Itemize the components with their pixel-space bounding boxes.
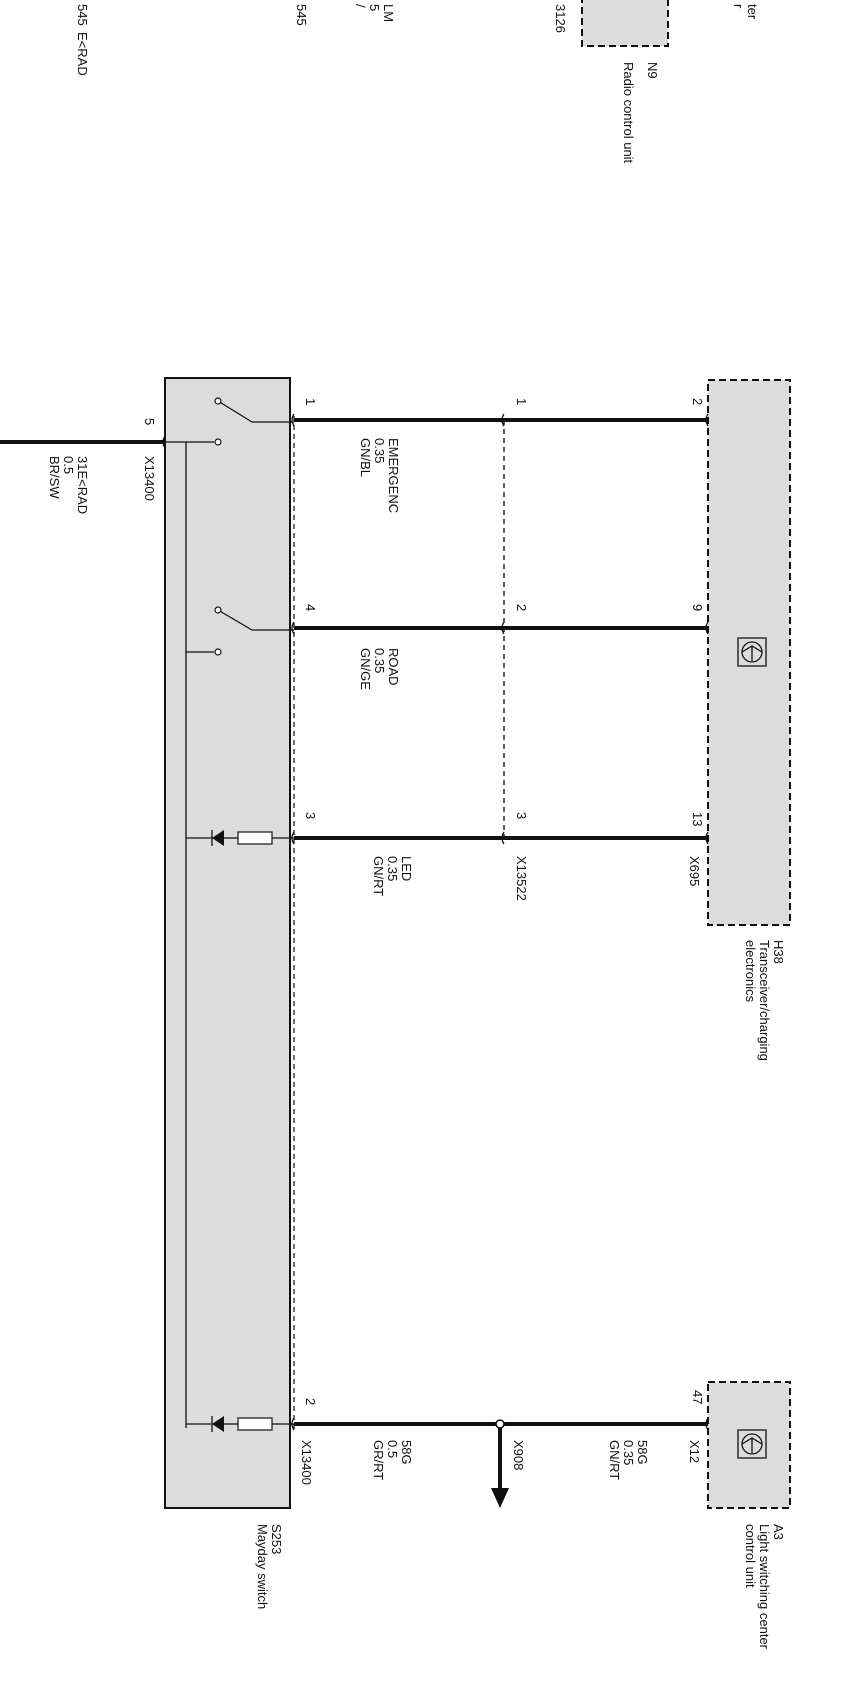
clipped-frag-5: 5 (367, 4, 382, 11)
a3-box-border (707, 1381, 791, 1509)
s253-resistor-led (237, 831, 273, 845)
h38-box-border (707, 379, 791, 926)
a3-ground-icon (737, 1429, 767, 1459)
a3-name-line1: Light switching center (757, 1524, 772, 1650)
wire-58g-lower-color: GR/RT (371, 1440, 386, 1480)
clipped-frag-3: 545 (294, 4, 309, 26)
wire-58g-upper-name: 58G (635, 1440, 650, 1465)
clipped-left-text: 545 E<RAD 545 LM 5 / (75, 4, 396, 76)
wire-road-name: ROAD (386, 648, 401, 686)
s253-switch-road (186, 606, 294, 656)
h38-connector: X695 (687, 856, 702, 886)
n9-name: Radio control unit (621, 62, 636, 164)
wire-58g-lower-name: 58G (399, 1440, 414, 1465)
x908-label: X908 (511, 1440, 526, 1470)
wire-led: LED 0.35 GN/RT (294, 836, 708, 896)
top-right-frag-2: r (731, 4, 746, 9)
s253-pin-1: 1 (303, 398, 318, 405)
wire-emergency-name: EMERGENC (386, 438, 401, 513)
a3-name-line2: control unit (743, 1524, 758, 1588)
top-right-clipped: ter r (731, 4, 760, 20)
wire-road-color: GN/GE (358, 648, 373, 690)
wire-led-name: LED (399, 856, 414, 881)
n9-box (582, 0, 668, 46)
a3-connector: X12 (687, 1440, 702, 1463)
h38-name-line1: Transceiver/charging (757, 940, 772, 1061)
top-right-frag: ter (745, 4, 760, 20)
wire-road-size: 0.35 (372, 648, 387, 673)
wire-58g-upper-size: 0.35 (621, 1440, 636, 1465)
wire-led-size: 0.35 (385, 856, 400, 881)
h38-pin-9: 9 (690, 604, 705, 611)
a3-box (708, 1382, 790, 1508)
n9-box-border (581, 0, 669, 47)
x13522-pin-3: 3 (514, 812, 529, 819)
n9-connector-frag: 3126 (553, 4, 568, 33)
s253-pin-3: 3 (303, 812, 318, 819)
s253-name: Mayday switch (255, 1524, 270, 1609)
x13400-top-label: X13400 (142, 456, 157, 501)
n9-id: N9 (645, 62, 660, 79)
wire-ground-name: 31E<RAD (75, 456, 90, 514)
wire-emergency-color: GN/BL (358, 438, 373, 477)
wire-led-color: GN/RT (371, 856, 386, 896)
x13522-connector: 1 2 3 X13522 (503, 398, 529, 901)
clipped-frag-2: E<RAD (75, 32, 90, 76)
s253-pin-2: 2 (303, 1398, 318, 1405)
n9-radio-control-unit: 3126 N9 Radio control unit (553, 0, 669, 164)
h38-ground-icon (737, 637, 767, 667)
wire-ground-size: 0.5 (61, 456, 76, 474)
wire-ground: X13400 31E<RAD 0.5 BR/SW (0, 440, 186, 514)
h38-id: H38 (771, 940, 786, 964)
s253-id: S253 (269, 1524, 284, 1554)
x908-dot (495, 1419, 505, 1429)
x908-splice: X908 (491, 1419, 526, 1508)
x13522-pin-1: 1 (514, 398, 529, 405)
wire-emergency-size: 0.35 (372, 438, 387, 463)
clipped-frag-4: LM (381, 4, 396, 22)
wire-road: ROAD 0.35 GN/GE (294, 626, 708, 690)
wire-ground-color: BR/SW (47, 456, 62, 499)
clipped-frag-6: / (353, 4, 368, 8)
s253-diode-led (212, 830, 224, 846)
pin-markers (162, 413, 709, 1431)
s253-mayday-switch: 1 4 3 2 5 X13400 S253 Mayday switch (142, 377, 318, 1609)
a3-light-switching-center: A3 Light switching center control unit X… (687, 1381, 791, 1650)
h38-name-line2: electronics (743, 940, 758, 1003)
a3-pin-47: 47 (690, 1390, 705, 1404)
wire-58g-upper-color: GN/RT (607, 1440, 622, 1480)
s253-switch-emergency (186, 397, 294, 446)
h38-pin-2: 2 (690, 398, 705, 405)
s253-resistor-illum (237, 1417, 273, 1431)
s253-diode-illum (212, 1416, 224, 1432)
clipped-frag-1: 545 (75, 4, 90, 26)
s253-pin-4: 4 (303, 604, 318, 611)
s253-pin-5: 5 (142, 418, 157, 425)
a3-id: A3 (771, 1524, 786, 1540)
x13522-label: X13522 (514, 856, 529, 901)
h38-pin-13: 13 (690, 812, 705, 826)
x13522-pin-2: 2 (514, 604, 529, 611)
h38-box (708, 380, 790, 925)
s253-led-circuit (186, 830, 294, 846)
s253-box-border (164, 377, 291, 1509)
s253-illumination-circuit (186, 1416, 294, 1432)
x908-arrow-icon (491, 1488, 509, 1508)
s253-connector-bottom: X13400 (299, 1440, 314, 1485)
wire-58g-lower-size: 0.5 (385, 1440, 400, 1458)
s253-box (165, 378, 290, 1508)
h38-transceiver: H38 Transceiver/charging electronics X69… (687, 379, 791, 1061)
wire-emergency: EMERGENC 0.35 GN/BL (294, 418, 708, 513)
